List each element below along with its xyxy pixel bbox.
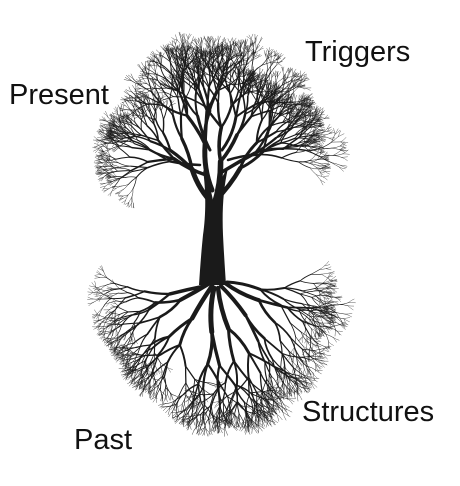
label-structures: Structures bbox=[302, 398, 434, 427]
label-present: Present bbox=[9, 81, 109, 110]
tree-trunk bbox=[199, 168, 228, 285]
label-triggers: Triggers bbox=[305, 38, 410, 67]
label-past: Past bbox=[74, 426, 132, 455]
